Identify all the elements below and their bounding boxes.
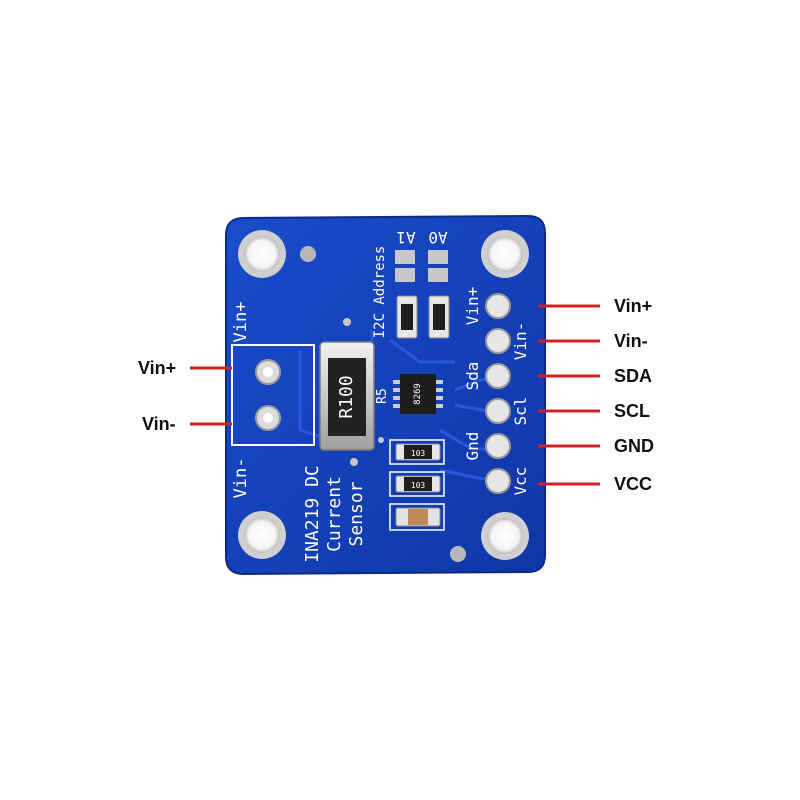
header-pads (485, 293, 511, 494)
ina219-chip: 8269 (393, 374, 443, 414)
shunt-marking: R100 (336, 375, 357, 418)
silk-title-line-1: INA219 DC (302, 465, 323, 563)
silk-pin-scl: Scl (511, 397, 530, 426)
callout-right-vin-minus: Vin- (614, 331, 648, 351)
silk-pin-vcc: Vcc (511, 467, 530, 496)
smd-components: 103 103 (389, 439, 445, 531)
vias (343, 318, 384, 466)
callout-left-vin-plus: Vin+ (138, 358, 177, 378)
silk-i2c-address: I2C Address (372, 246, 388, 339)
silk-a1: A1 (396, 228, 415, 247)
silk-r5: R5 (375, 388, 390, 404)
silk-title-line-3: Sensor (346, 481, 367, 546)
address-resistors (396, 295, 450, 339)
callout-right-sda: SDA (614, 366, 653, 386)
callout-right-gnd: GND (614, 436, 654, 456)
silkscreen-text: Vin+ Vin- INA219 DC Current Sensor I2C A… (231, 228, 530, 563)
callout-right-vcc: VCC (614, 474, 653, 494)
silk-pin-gnd: Gnd (463, 432, 482, 461)
callout-left-vin-minus: Vin- (142, 414, 176, 434)
silk-pin-vin-minus: Vin- (511, 322, 530, 361)
mounting-holes (238, 230, 529, 562)
shunt-resistor: R100 (319, 341, 375, 451)
callout-right-scl: SCL (614, 401, 650, 421)
silk-pin-sda: Sda (463, 362, 482, 391)
screw-terminal (231, 344, 315, 446)
resistor-marking-1: 103 (411, 449, 426, 458)
address-jumpers (395, 250, 448, 282)
silk-title-line-2: Current (324, 476, 345, 552)
callout-right-vin-plus: Vin+ (614, 296, 653, 316)
silk-vin-minus-left: Vin- (231, 458, 251, 499)
callout-lines (190, 304, 600, 486)
silk-vin-plus-left: Vin+ (231, 302, 251, 343)
pcb-body (225, 214, 546, 576)
chip-marking: 8269 (413, 383, 423, 405)
resistor-marking-2: 103 (411, 481, 426, 490)
silk-pin-vin-plus: Vin+ (463, 287, 482, 326)
silk-a0: A0 (428, 228, 447, 247)
